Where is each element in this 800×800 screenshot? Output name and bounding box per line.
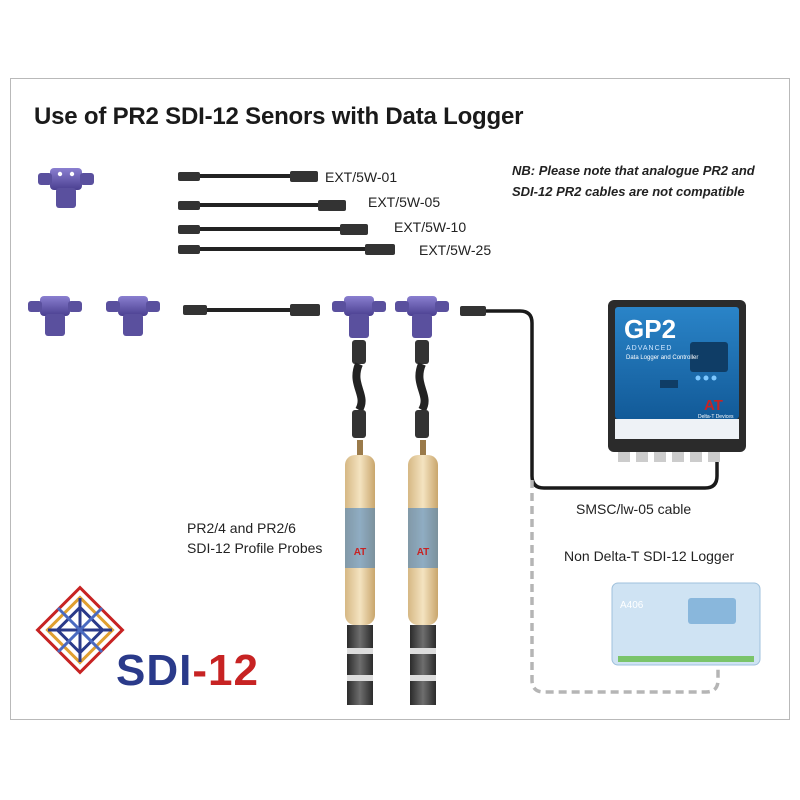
a406-logger <box>611 582 761 666</box>
gp2-logger <box>608 300 746 462</box>
extension-cable-25 <box>178 244 395 255</box>
tee-connector-1-icon <box>28 296 82 336</box>
probes-label-line1: PR2/4 and PR2/6 <box>187 520 296 536</box>
sdi12-logo-part2: -12 <box>192 646 259 695</box>
probes-label-line2: SDI-12 Profile Probes <box>187 540 323 556</box>
logger-cable-smsc <box>460 306 719 490</box>
chain-extension-cable <box>183 304 320 316</box>
cable-label-10: EXT/5W-10 <box>394 219 467 235</box>
gp2-name: GP2 <box>624 314 677 344</box>
gp2-badge: AT <box>704 397 723 414</box>
logger-cable-label: SMSC/lw-05 cable <box>576 501 692 517</box>
tee-connector-3-icon <box>332 296 386 338</box>
svg-text:AT: AT <box>354 547 367 558</box>
gp2-badge-sub: Delta-T Devices <box>698 414 734 420</box>
compatibility-note: NB: Please note that analogue PR2 and SD… <box>512 163 755 199</box>
probe-drop-cable-1 <box>352 340 366 438</box>
extension-cable-01 <box>178 171 318 182</box>
sdi12-logo-mark <box>35 585 125 675</box>
tee-connector-icon <box>38 168 94 208</box>
probe-drop-cable-2 <box>415 340 429 438</box>
non-delta-logger-label: Non Delta-T SDI-12 Logger <box>564 548 735 564</box>
gp2-desc: Data Logger and Controller <box>626 355 699 361</box>
extension-cable-10 <box>178 224 368 235</box>
tee-connector-2-icon <box>106 296 160 336</box>
a406-label: A406 <box>620 600 644 611</box>
profile-probe-1: AT <box>345 440 375 705</box>
gp2-subtitle: ADVANCED <box>626 345 673 352</box>
sdi12-logo-part1: SDI <box>116 646 193 695</box>
tee-connector-4-icon <box>395 296 449 338</box>
cable-label-25: EXT/5W-25 <box>419 242 492 258</box>
probes-label: PR2/4 and PR2/6 SDI-12 Profile Probes <box>187 518 322 558</box>
dashed-cable-alt <box>530 480 720 694</box>
page-title: Use of PR2 SDI-12 Senors with Data Logge… <box>34 103 524 130</box>
sdi12-logo-text: SDI-12 <box>116 646 259 696</box>
cable-label-01: EXT/5W-01 <box>325 169 398 185</box>
svg-text:AT: AT <box>417 547 430 558</box>
cable-label-05: EXT/5W-05 <box>368 194 441 210</box>
profile-probe-2: AT <box>408 440 438 705</box>
extension-cable-05 <box>178 200 346 211</box>
